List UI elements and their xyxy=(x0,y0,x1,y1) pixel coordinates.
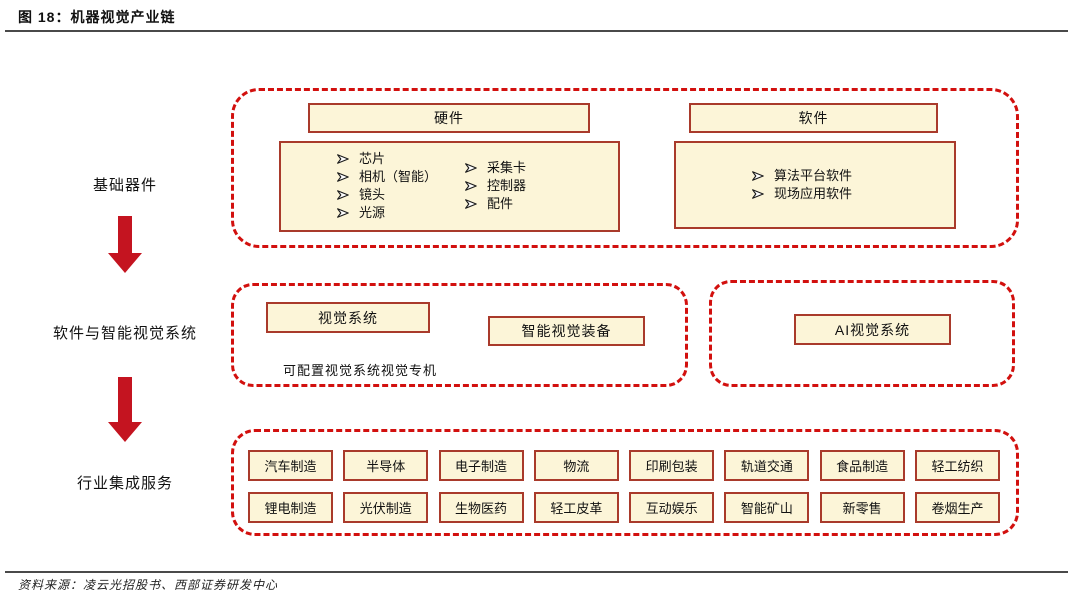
down-arrow-head xyxy=(108,253,142,273)
hardware-items-left-column: 芯片 相机（智能） 镜头 光源 xyxy=(337,150,437,222)
hardware-item-label: 相机（智能） xyxy=(359,169,438,184)
hardware-items-right-column: 采集卡 控制器 配件 xyxy=(465,159,526,213)
down-arrow-stem xyxy=(118,377,132,422)
arrow-bullet-icon xyxy=(752,189,764,199)
hardware-header-box: 硬件 xyxy=(308,103,590,133)
industry-box: 互动娱乐 xyxy=(629,492,715,523)
list-item: 采集卡 xyxy=(465,159,526,177)
list-item: 光源 xyxy=(337,204,437,222)
industry-box: 汽车制造 xyxy=(248,450,333,481)
ai-vision-system-box: AI视觉系统 xyxy=(794,314,951,345)
hardware-item-label: 光源 xyxy=(359,205,386,220)
hardware-item-label: 配件 xyxy=(487,196,514,211)
arrow-bullet-icon xyxy=(465,199,477,209)
list-item: 算法平台软件 xyxy=(752,167,852,185)
software-header-box: 软件 xyxy=(689,103,938,133)
list-item: 控制器 xyxy=(465,177,526,195)
level-label-base-components: 基础器件 xyxy=(92,177,157,194)
level-label-industry-integration-services: 行业集成服务 xyxy=(76,475,173,492)
list-item: 配件 xyxy=(465,195,526,213)
vision-systems-group-box xyxy=(231,283,688,387)
industry-box: 光伏制造 xyxy=(343,492,429,523)
list-item: 芯片 xyxy=(337,150,437,168)
arrow-bullet-icon xyxy=(465,181,477,191)
smart-vision-equipment-box: 智能视觉装备 xyxy=(488,316,645,346)
industry-box: 半导体 xyxy=(343,450,429,481)
software-item-label: 现场应用软件 xyxy=(774,186,853,201)
bottom-divider-line xyxy=(5,571,1068,573)
industry-box: 卷烟生产 xyxy=(914,492,1000,523)
industry-box: 生物医药 xyxy=(438,492,524,523)
hardware-item-label: 镜头 xyxy=(359,187,386,202)
arrow-bullet-icon xyxy=(465,163,477,173)
hardware-item-label: 控制器 xyxy=(487,178,527,193)
arrow-bullet-icon xyxy=(337,154,349,164)
industry-box: 轻工皮革 xyxy=(533,492,619,523)
industries-group-box xyxy=(231,429,1019,536)
arrow-bullet-icon xyxy=(337,208,349,218)
industry-row-1: 汽车制造 半导体 电子制造 物流 印刷包装 轨道交通 食品制造 轻工纺织 xyxy=(248,450,1000,481)
base-components-group-box xyxy=(231,88,1019,248)
industry-box: 印刷包装 xyxy=(629,450,715,481)
industry-box: 食品制造 xyxy=(819,450,905,481)
figure-title: 图 18：机器视觉产业链 xyxy=(18,9,176,25)
down-arrow-stem xyxy=(118,216,132,253)
software-items-box: 算法平台软件 现场应用软件 xyxy=(674,141,956,229)
vision-system-box: 视觉系统 xyxy=(266,302,430,333)
hardware-items-box: 芯片 相机（智能） 镜头 光源 采集卡 控制器 xyxy=(279,141,620,232)
arrow-bullet-icon xyxy=(337,190,349,200)
industry-box: 轻工纺织 xyxy=(914,450,1000,481)
hardware-item-label: 芯片 xyxy=(359,151,386,166)
list-item: 现场应用软件 xyxy=(752,185,852,203)
list-item: 镜头 xyxy=(337,186,437,204)
top-divider-line xyxy=(5,30,1068,32)
industry-box: 锂电制造 xyxy=(248,492,333,523)
arrow-bullet-icon xyxy=(337,172,349,182)
industry-box: 轨道交通 xyxy=(724,450,810,481)
industry-box: 物流 xyxy=(533,450,619,481)
software-item-label: 算法平台软件 xyxy=(774,168,853,183)
industry-box: 电子制造 xyxy=(438,450,524,481)
ai-vision-group-box xyxy=(709,280,1015,387)
industry-box: 智能矿山 xyxy=(724,492,810,523)
arrow-bullet-icon xyxy=(752,171,764,181)
configurable-vision-note: 可配置视觉系统视觉专机 xyxy=(283,363,438,378)
level-label-software-smart-vision-systems: 软件与智能视觉系统 xyxy=(52,325,197,342)
list-item: 相机（智能） xyxy=(337,168,437,186)
industry-row-2: 锂电制造 光伏制造 生物医药 轻工皮革 互动娱乐 智能矿山 新零售 卷烟生产 xyxy=(248,492,1000,523)
software-items-list: 算法平台软件 现场应用软件 xyxy=(752,167,852,203)
hardware-item-label: 采集卡 xyxy=(487,160,527,175)
down-arrow-head xyxy=(108,422,142,442)
source-note: 资料来源：凌云光招股书、西部证券研发中心 xyxy=(18,578,279,592)
industry-box: 新零售 xyxy=(819,492,905,523)
